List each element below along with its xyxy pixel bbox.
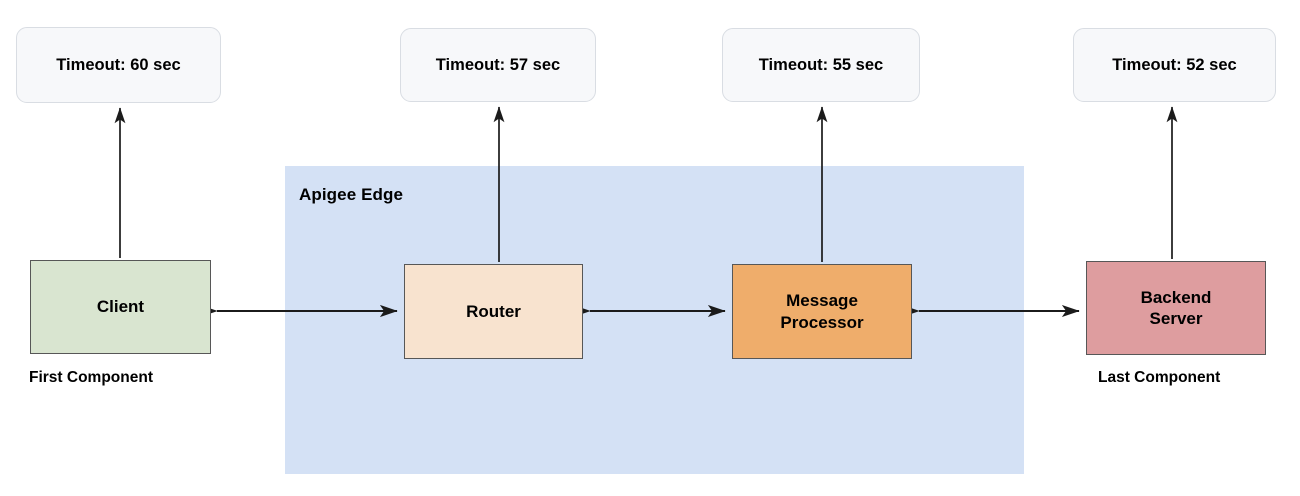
timeout-callout-router-text: Timeout: 57 sec bbox=[435, 55, 561, 74]
timeout-callout-message-processor-text: Timeout: 55 sec bbox=[758, 55, 884, 74]
node-backend-server: Backend Server bbox=[1086, 261, 1266, 355]
node-backend-server-label-line1: Backend bbox=[1140, 287, 1212, 307]
caption-last-component: Last Component bbox=[1098, 369, 1221, 386]
node-router: Router bbox=[404, 264, 583, 359]
timeout-callout-client-text: Timeout: 60 sec bbox=[56, 55, 181, 74]
node-router-label: Router bbox=[466, 301, 521, 321]
node-backend-server-label-line2: Server bbox=[1149, 309, 1203, 328]
caption-first-component: First Component bbox=[29, 369, 153, 386]
node-client: Client bbox=[30, 260, 211, 354]
node-message-processor-label-line2: Processor bbox=[780, 312, 864, 332]
apigee-edge-region bbox=[285, 166, 1024, 474]
node-client-label: Client bbox=[96, 297, 145, 317]
apigee-edge-label: Apigee Edge bbox=[299, 185, 404, 204]
timeout-callout-backend-server-text: Timeout: 52 sec bbox=[1112, 55, 1237, 74]
timeout-callout-message-processor: Timeout: 55 sec bbox=[722, 28, 920, 102]
timeout-callout-backend-server: Timeout: 52 sec bbox=[1073, 28, 1276, 102]
timeout-callout-client: Timeout: 60 sec bbox=[16, 27, 221, 103]
node-message-processor: Message Processor bbox=[732, 264, 912, 359]
node-message-processor-label: Message Processor bbox=[780, 290, 863, 333]
timeout-callout-router: Timeout: 57 sec bbox=[400, 28, 596, 102]
node-message-processor-label-line1: Message bbox=[786, 291, 858, 311]
node-backend-server-label: Backend Server bbox=[1141, 287, 1212, 330]
